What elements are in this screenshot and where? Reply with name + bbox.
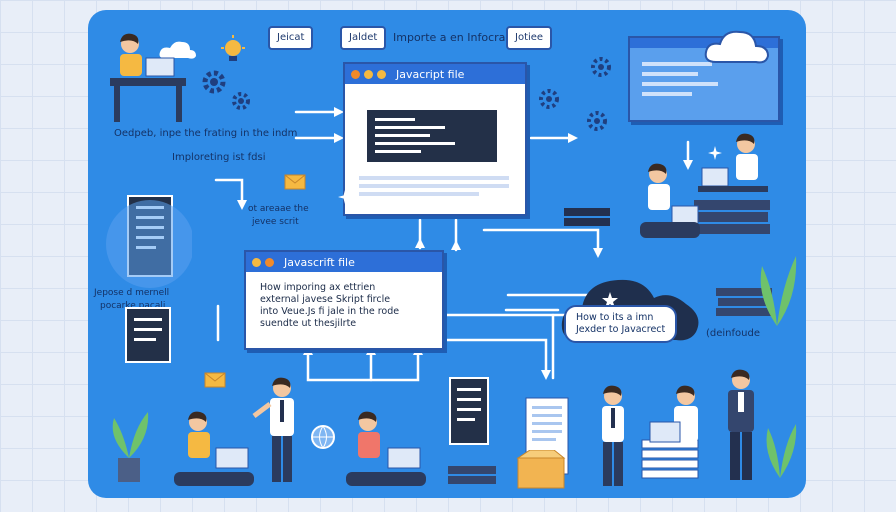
caption-far-left: pocarke pacali (100, 301, 166, 311)
person-with-laptop (174, 411, 254, 486)
caption-top-left: Oedpeb, inpe the frating in the indm (114, 128, 298, 139)
cloud-icon (704, 30, 770, 64)
right-panel-content (642, 62, 718, 96)
lower-window-line: suendte ut thesjilrte (260, 318, 357, 329)
envelope-icon (204, 372, 226, 388)
window-dot-icon (252, 257, 261, 267)
caption-right-note: (deinfoude (706, 328, 760, 339)
window-dot-icon (377, 69, 386, 79)
paper-stack-icon (641, 439, 699, 479)
cloud-icon (159, 41, 196, 59)
lower-window-line: external javese Skript fircle (260, 294, 391, 305)
envelope-icon (284, 174, 306, 190)
caption-far-left: Jepose d mernell (94, 288, 170, 298)
tab-jotiee[interactable]: Jotiee (506, 26, 553, 50)
infographic-board: Jeicat Jaldet Importe a en Infocraphic J… (88, 10, 806, 498)
tab-jaldet[interactable]: Jaldet (340, 26, 387, 50)
globe-icon (311, 425, 335, 449)
person-at-desk (110, 33, 186, 122)
lightbulb-icon (221, 35, 245, 61)
sparkle-icon (338, 190, 352, 204)
gear-icon (591, 57, 611, 77)
window-dot-icon (351, 69, 360, 79)
gear-icon (539, 89, 559, 109)
person-standing (602, 385, 624, 486)
window-dot-icon (364, 69, 373, 79)
lower-window-line: into Veue.Js fi jale in the rode (260, 306, 400, 317)
book-stack-icon (716, 288, 772, 316)
center-window-titlebar: Javacript file (345, 64, 525, 84)
person-with-laptop (640, 163, 700, 238)
gear-icon (232, 92, 250, 110)
cloud-note-line: Jexder to Javacrect (576, 324, 666, 335)
document-icon (449, 377, 489, 445)
person-in-suit (728, 369, 754, 480)
tab-infographic-title: Importe a en Infocraphic (393, 31, 529, 44)
person-presenting (252, 377, 294, 482)
gear-icon (202, 70, 226, 94)
caption-left-small: jevee scrit (252, 217, 299, 227)
center-code-window: Javacript file (343, 62, 527, 216)
window-dot-icon (265, 257, 274, 267)
lower-window-line: How imporing ax ettrien (260, 282, 376, 293)
right-panel-bar (630, 38, 778, 48)
blue-planet-shape (106, 200, 192, 288)
server-stack-icon (564, 208, 610, 226)
person-with-laptop (649, 385, 698, 443)
lower-window-titlebar: Javascrift file (246, 252, 442, 272)
cloud-note-line: How to its a imn (576, 312, 654, 323)
tab-jeicat[interactable]: Jeicat (268, 26, 314, 50)
document-icon (125, 307, 171, 363)
person-with-laptop (346, 411, 426, 486)
caption-left-mid: Imploreting ist fdsi (172, 152, 266, 163)
sparkle-icon (708, 146, 722, 160)
connector-lines (214, 107, 693, 382)
caption-left-small: ot areaae the (248, 204, 309, 214)
book-stack-icon (448, 466, 496, 484)
plant-icon (112, 412, 149, 482)
lower-text-window: Javascrift file How imporing ax ettrien … (244, 250, 444, 350)
gear-icon (587, 111, 607, 131)
cloud-note-label: How to its a imn Jexder to Javacrect (564, 305, 678, 343)
plant-icon (766, 424, 797, 478)
center-window-title: Javacript file (396, 67, 465, 81)
book-stack-icon (694, 200, 770, 234)
code-block (359, 110, 509, 196)
lower-window-title: Javascrift file (284, 255, 355, 269)
plant-icon (760, 256, 797, 326)
box-icon (516, 450, 566, 489)
person-with-laptop (698, 133, 768, 192)
